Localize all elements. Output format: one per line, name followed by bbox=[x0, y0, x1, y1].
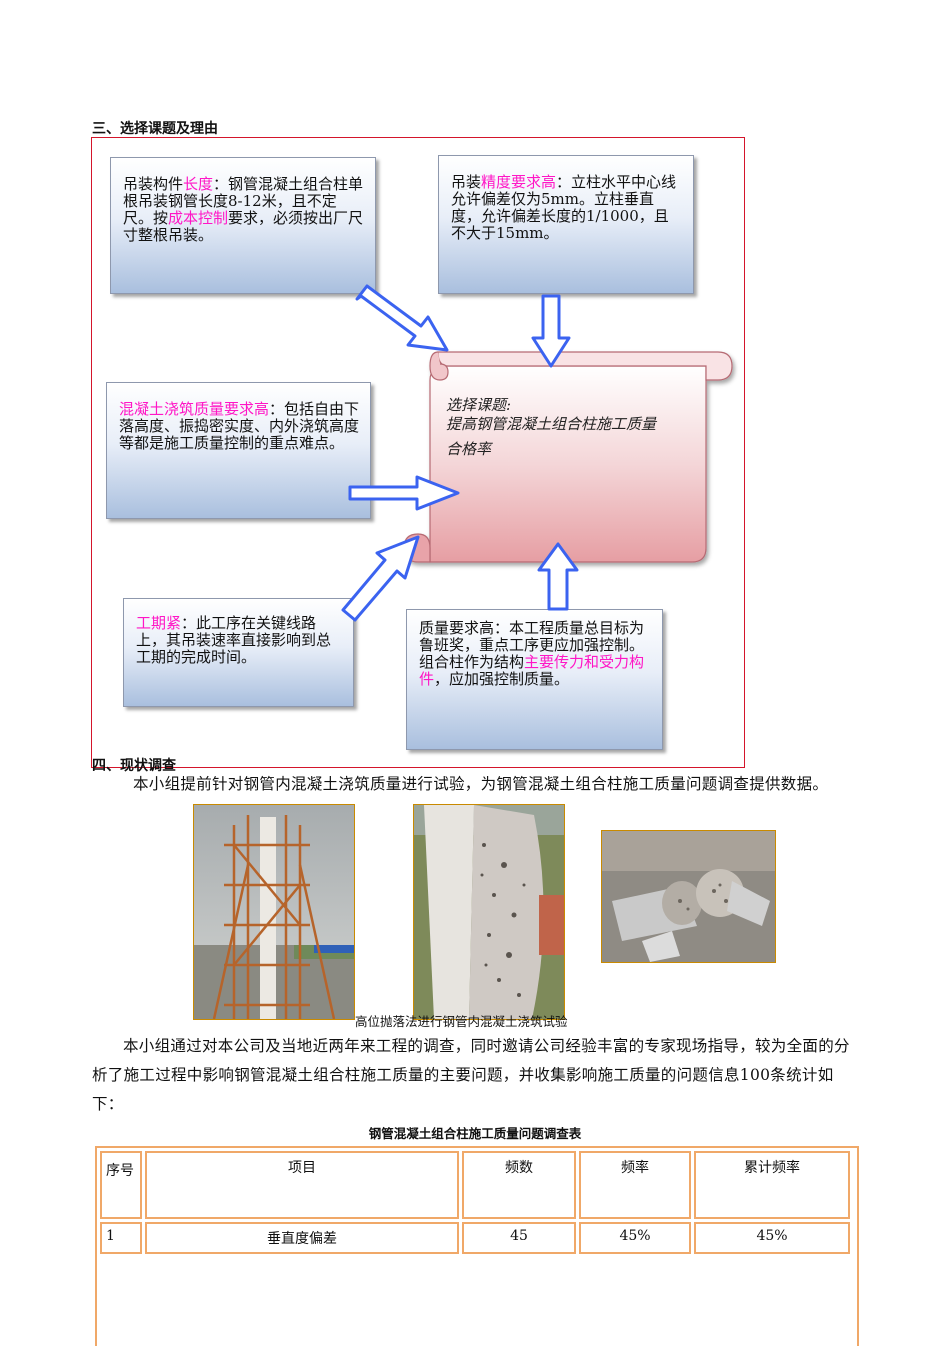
cell-item: 垂直度偏差 bbox=[145, 1222, 459, 1254]
topic-scroll-diagram bbox=[341, 284, 733, 622]
header-cell-item: 项目 bbox=[145, 1151, 459, 1219]
arrow-quality-to-topic bbox=[537, 542, 579, 611]
card-highlight: 成本控制 bbox=[168, 209, 229, 227]
photo-scaffold-image bbox=[194, 805, 354, 1019]
header-cell-frequency: 频数 bbox=[462, 1151, 576, 1219]
arrow-schedule-to-topic bbox=[341, 535, 420, 622]
header-cell-rate: 频率 bbox=[579, 1151, 691, 1219]
card-text: ：包括自由下落高度、振捣密实度、内外浇筑高度等都是施工质量控制的重点难点。 bbox=[119, 400, 360, 452]
card-highlight: 工期紧 bbox=[136, 614, 182, 632]
photo-concrete-core bbox=[601, 830, 776, 963]
topic-line: 合格率 bbox=[446, 440, 492, 458]
reason-card-schedule: 工期紧：此工序在关键线路上，其吊装速率直接影响到总工期的完成时间。 bbox=[123, 598, 354, 707]
reason-card-precision: 吊装精度要求高：立柱水平中心线允许偏差仅为5mm。立柱垂直度，允许偏差长度的1/… bbox=[438, 155, 694, 294]
topic-text: 选择课题: 提高钢管混凝土组合柱施工质量 合格率 bbox=[446, 396, 696, 459]
card-highlight: 长度 bbox=[183, 175, 214, 193]
survey-table-container: 序号 项目 频数 频率 累计频率 1 垂直度偏差 45 45% 45% bbox=[95, 1146, 859, 1346]
photo-core-image bbox=[602, 831, 775, 962]
reason-card-quality: 质量要求高：本工程质量总目标为鲁班奖，重点工序更应加强控制。 组合柱作为结构主要… bbox=[406, 609, 663, 750]
cell-cumulative: 45% bbox=[694, 1222, 850, 1254]
arrow-length-to-topic bbox=[355, 284, 449, 352]
arrow-precision-to-topic bbox=[531, 294, 571, 368]
card-text: ：立柱水平中心线允许偏差仅为5mm。立柱垂直度，允许偏差长度的1/1000，且不… bbox=[451, 173, 677, 242]
table-row: 1 垂直度偏差 45 45% 45% bbox=[100, 1222, 850, 1254]
card-text: 吊装构件 bbox=[123, 175, 184, 193]
card-highlight: 精度要求高 bbox=[481, 173, 557, 191]
reason-card-length: 吊装构件长度：钢管混凝土组合柱单根吊装钢管长度8-12米，且不定尺。按成本控制要… bbox=[110, 157, 376, 294]
status-paragraph: 本小组通过对本公司及当地近两年来工程的调查，同时邀请公司经验丰富的专家现场指导，… bbox=[92, 1037, 850, 1113]
topic-selection-frame bbox=[91, 137, 745, 768]
header-cell-cumulative: 累计频率 bbox=[694, 1151, 850, 1219]
cell-frequency: 45 bbox=[462, 1222, 576, 1254]
card-text: ：此工序在关键线路上，其吊装速率直接影响到总工期的完成时间。 bbox=[136, 614, 332, 666]
card-text: 质量要求高：本工程质量总目标为鲁班奖，重点工序更应加强控制。 bbox=[419, 619, 645, 654]
cell-rate: 45% bbox=[579, 1222, 691, 1254]
header-cell-index: 序号 bbox=[100, 1151, 142, 1219]
photo-tube-image bbox=[414, 805, 564, 1019]
card-text: ：钢管混凝土组合柱单根吊装钢管长度8-12米，且不定尺。按 bbox=[123, 175, 364, 227]
section-heading-status: 四、现状调查 bbox=[92, 758, 176, 774]
scroll-banner bbox=[403, 351, 733, 563]
section-heading-selection: 三、选择课题及理由 bbox=[92, 121, 218, 137]
table-title: 钢管混凝土组合柱施工质量问题调查表 bbox=[368, 1126, 582, 1141]
arrow-concrete-to-topic bbox=[348, 475, 460, 511]
card-text: 组合柱作为结构 bbox=[419, 653, 525, 671]
card-text: 要求，必须按出厂尺寸整根吊装。 bbox=[123, 209, 364, 244]
card-text: 吊装 bbox=[451, 173, 482, 191]
cell-index: 1 bbox=[100, 1222, 142, 1254]
status-intro: 本小组提前针对钢管内混凝土浇筑质量进行试验，为钢管混凝土组合柱施工质量问题调查提… bbox=[133, 775, 829, 793]
reason-card-concrete: 混凝土浇筑质量要求高：包括自由下落高度、振捣密实度、内外浇筑高度等都是施工质量控… bbox=[106, 382, 371, 519]
topic-line: 选择课题: bbox=[446, 396, 512, 414]
photo-caption: 高位抛落法进行钢管内混凝土浇筑试验 bbox=[355, 1014, 568, 1029]
card-text: ，应加强控制质量。 bbox=[434, 670, 570, 688]
table-header-row: 序号 项目 频数 频率 累计频率 bbox=[100, 1151, 850, 1219]
card-highlight: 主要传力和受力构件 bbox=[419, 653, 645, 688]
photo-scaffold-column bbox=[193, 804, 355, 1020]
photo-cut-steel-tube bbox=[413, 804, 565, 1020]
survey-table: 序号 项目 频数 频率 累计频率 1 垂直度偏差 45 45% 45% bbox=[97, 1148, 853, 1257]
card-highlight: 混凝土浇筑质量要求高 bbox=[119, 400, 270, 418]
topic-line: 提高钢管混凝土组合柱施工质量 bbox=[446, 415, 657, 433]
